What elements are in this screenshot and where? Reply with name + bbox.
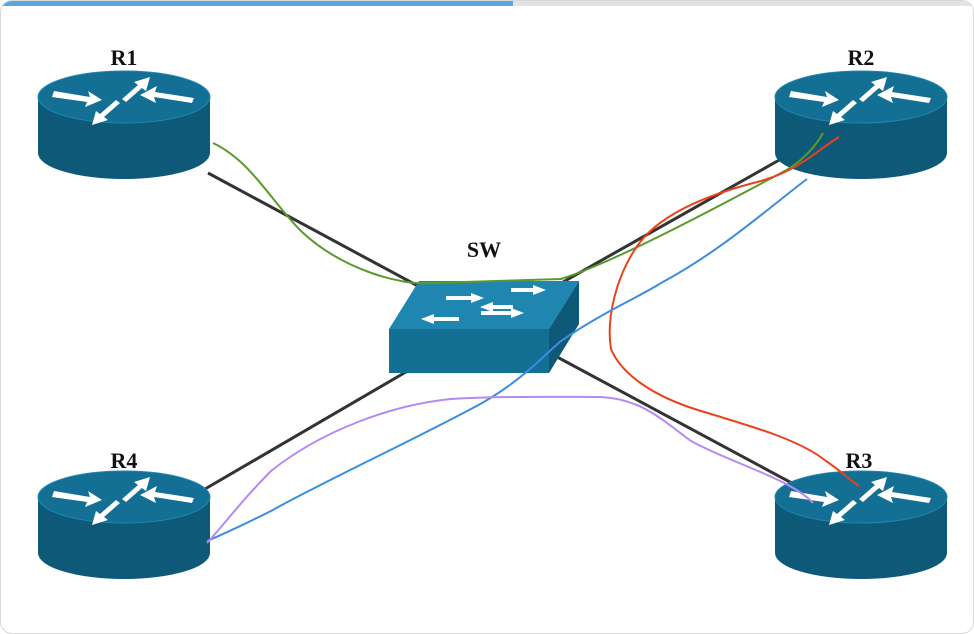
path-green-r1-r2	[212, 132, 824, 285]
router-icon-r4[interactable]	[37, 470, 211, 580]
path-purple-r4-r3	[206, 395, 814, 544]
link-r4-sw	[192, 367, 412, 498]
router-icon-r1[interactable]	[37, 70, 211, 180]
progress-fill	[1, 1, 514, 6]
path-blue-r4-r2	[206, 178, 808, 542]
link-r3-sw	[545, 349, 802, 490]
router-icon-r3[interactable]	[774, 470, 948, 580]
node-label-r2: R2	[848, 45, 875, 70]
node-label-r4: R4	[111, 448, 138, 473]
physical-links	[192, 157, 802, 498]
link-r1-sw	[207, 171, 432, 295]
progress-track	[1, 1, 973, 6]
path-red-r2-r3	[608, 136, 860, 487]
node-label-sw: SW	[467, 237, 501, 262]
switch-icon[interactable]	[389, 281, 579, 373]
link-r2-sw	[555, 157, 782, 288]
node-label-r3: R3	[846, 448, 873, 473]
node-label-r1: R1	[111, 45, 138, 70]
traffic-paths	[206, 132, 860, 544]
